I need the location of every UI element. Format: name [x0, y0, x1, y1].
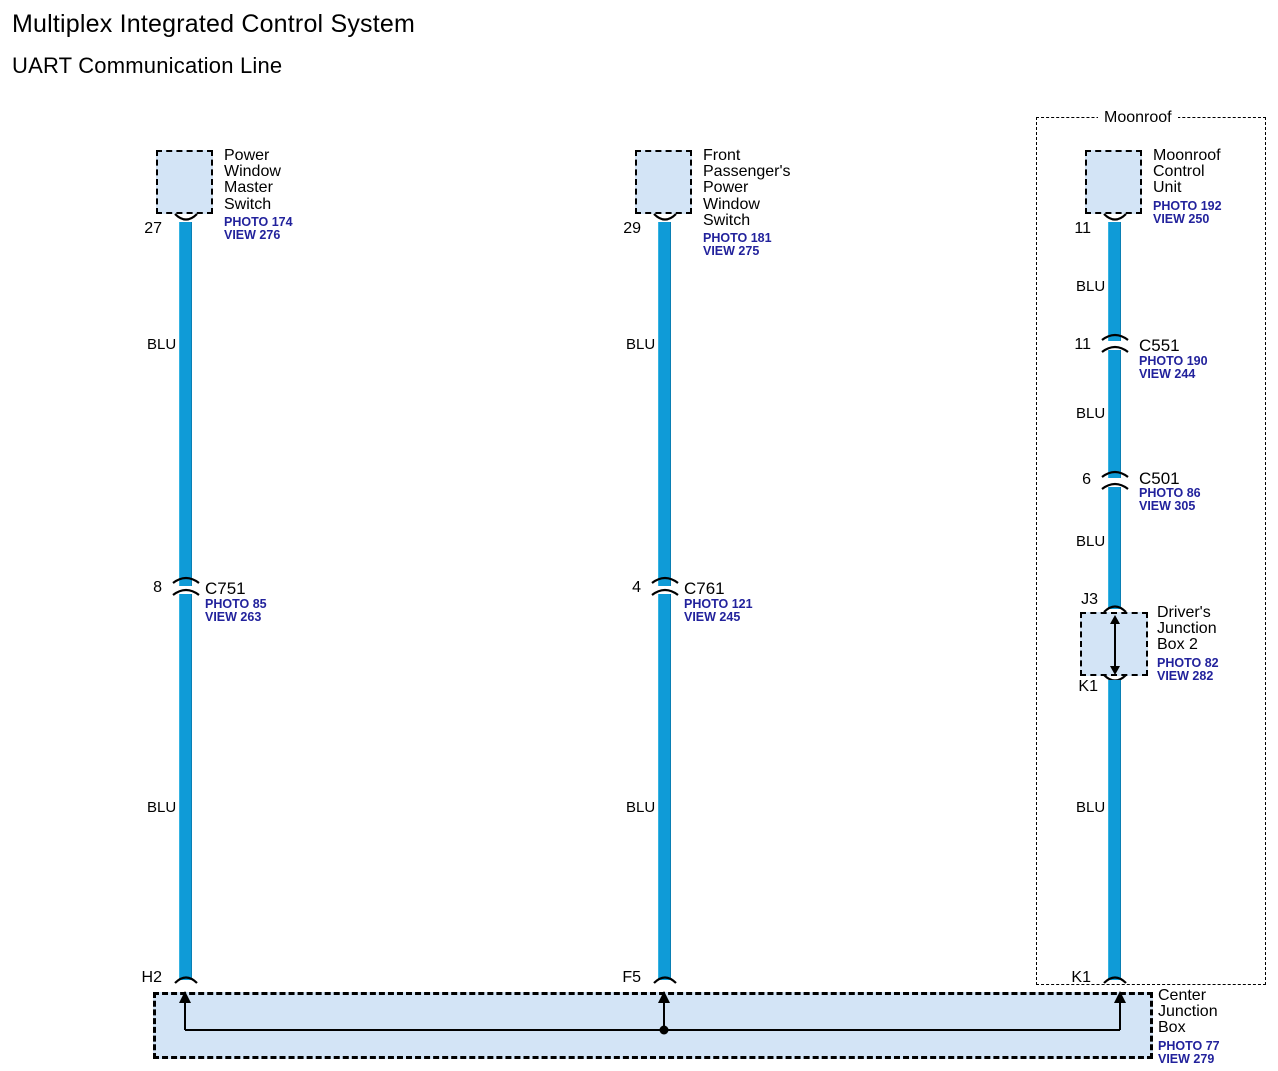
power-window-master-switch-pin: 27 — [144, 220, 162, 237]
connector-symbol-pwms-top — [172, 212, 200, 226]
wire-label-blu-mcu-seg1: BLU — [1076, 278, 1106, 295]
connector-c751-label: C751 — [205, 579, 246, 598]
wire-label-blu-mcu-seg4: BLU — [1076, 799, 1106, 816]
drivers-junction-box-2-pin-top: J3 — [1081, 591, 1098, 608]
drivers-junction-box-2-photo-ref: PHOTO 82 VIEW 282 — [1157, 656, 1219, 683]
wire-label-blu-pwms-upper: BLU — [147, 336, 177, 353]
connector-symbol-j3 — [1101, 601, 1129, 615]
wire-label-blu-mcu-seg3: BLU — [1076, 533, 1106, 550]
connector-c501-label: C501 — [1139, 469, 1180, 488]
wire-mcu-seg3 — [1108, 487, 1121, 609]
connector-c551-pin: 11 — [1074, 336, 1091, 353]
moonroof-control-unit-photo-ref: PHOTO 192 VIEW 250 — [1153, 199, 1222, 226]
connector-symbol-c751[interactable] — [170, 575, 202, 597]
wire-label-blu-pwms-lower: BLU — [147, 799, 177, 816]
drivers-junction-box-2-internal-link — [1107, 614, 1123, 676]
connector-symbol-f5 — [651, 972, 679, 986]
connector-c501-pin: 6 — [1082, 471, 1091, 488]
connector-c551-photo-ref: PHOTO 190 VIEW 244 — [1139, 354, 1208, 381]
connector-c761-label: C761 — [684, 579, 725, 598]
center-junction-box-photo-ref: PHOTO 77 VIEW 279 — [1158, 1039, 1220, 1066]
center-junction-box-label: Center Junction Box — [1158, 987, 1218, 1037]
front-passenger-power-window-switch-pin: 29 — [623, 220, 641, 237]
wire-fppws-upper — [658, 222, 671, 586]
moonroof-control-unit-pin: 11 — [1074, 220, 1091, 237]
connector-symbol-c761[interactable] — [649, 575, 681, 597]
connector-symbol-h2 — [172, 972, 200, 986]
terminal-f5-label: F5 — [622, 969, 641, 986]
front-passenger-power-window-switch-box[interactable] — [635, 150, 692, 214]
connector-symbol-mcu-top — [1101, 212, 1129, 226]
connector-symbol-c501[interactable] — [1099, 469, 1131, 491]
front-passenger-power-window-switch-photo-ref: PHOTO 181 VIEW 275 — [703, 231, 772, 258]
moonroof-control-unit-label: Moonroof Control Unit — [1153, 147, 1221, 197]
power-window-master-switch-photo-ref: PHOTO 174 VIEW 276 — [224, 215, 293, 242]
wire-mcu-seg1 — [1108, 222, 1121, 341]
power-window-master-switch-box[interactable] — [156, 150, 213, 214]
connector-c761-pin: 4 — [632, 579, 641, 596]
connector-c551-label: C551 — [1139, 336, 1180, 355]
wire-fppws-lower — [658, 594, 671, 980]
connector-c751-photo-ref: PHOTO 85 VIEW 263 — [205, 597, 267, 624]
connector-symbol-c551[interactable] — [1099, 332, 1131, 354]
drivers-junction-box-2-label: Driver's Junction Box 2 — [1157, 604, 1217, 654]
wire-label-blu-fppws-lower: BLU — [626, 799, 656, 816]
connector-c501-photo-ref: PHOTO 86 VIEW 305 — [1139, 486, 1201, 513]
wire-mcu-seg2 — [1108, 350, 1121, 478]
drivers-junction-box-2-pin-bottom: K1 — [1078, 678, 1098, 695]
page-title: Multiplex Integrated Control System — [12, 10, 416, 38]
terminal-k1-label: K1 — [1071, 969, 1091, 986]
front-passenger-power-window-switch-label: Front Passenger's Power Window Switch — [703, 147, 791, 229]
wire-label-blu-fppws-upper: BLU — [626, 336, 656, 353]
wire-pwms-upper — [179, 222, 192, 586]
wire-pwms-lower — [179, 594, 192, 980]
moonroof-region — [1036, 117, 1266, 985]
center-junction-box-internal-bus — [153, 991, 1153, 1059]
terminal-h2-label: H2 — [141, 969, 162, 986]
moonroof-region-label: Moonroof — [1098, 110, 1178, 126]
moonroof-control-unit-box[interactable] — [1085, 150, 1142, 214]
connector-c761-photo-ref: PHOTO 121 VIEW 245 — [684, 597, 753, 624]
center-junction-box[interactable] — [153, 992, 1153, 1059]
wire-mcu-seg4 — [1108, 680, 1121, 980]
connector-c751-pin: 8 — [153, 579, 162, 596]
connector-symbol-fppws-top — [651, 212, 679, 226]
page-subtitle: UART Communication Line — [12, 53, 283, 78]
wire-label-blu-mcu-seg2: BLU — [1076, 405, 1106, 422]
connector-symbol-k1-cjb — [1101, 972, 1129, 986]
power-window-master-switch-label: Power Window Master Switch — [224, 147, 281, 213]
